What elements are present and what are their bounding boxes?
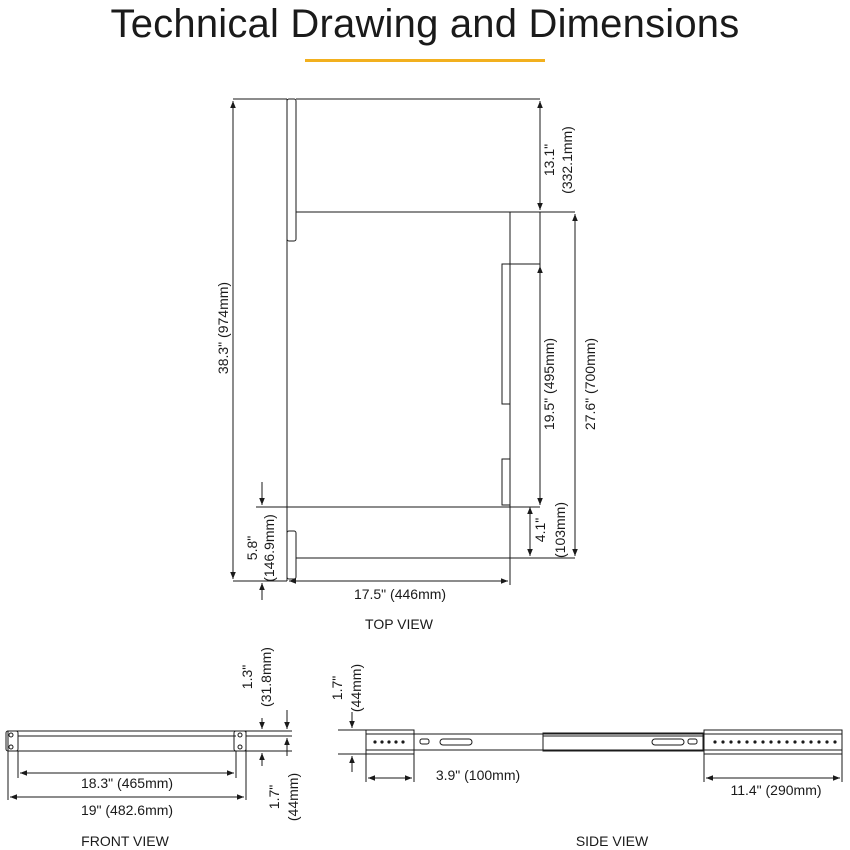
top-view-ear-upper (286, 98, 297, 242)
label-side-height-in: 1.7" (329, 676, 345, 700)
top-view-rail-slot-lower (501, 458, 511, 506)
side-view (338, 712, 843, 782)
label-side-rail-length: 11.4" (290mm) (730, 782, 821, 798)
caption-side-view: SIDE VIEW (576, 833, 649, 849)
label-ear-height-in: 1.3" (239, 665, 255, 689)
label-small-offset-in: 4.1" (532, 518, 548, 542)
label-front-height-in: 1.7" (266, 785, 282, 809)
top-view-rail-slot-upper (501, 263, 511, 405)
label-width: 17.5" (446mm) (354, 586, 446, 602)
caption-front-view: FRONT VIEW (81, 833, 169, 849)
side-view-front-bracket (365, 729, 415, 755)
front-view (5, 710, 292, 800)
label-top-offset-mm: (332.1mm) (559, 126, 575, 194)
label-bottom-offset-in: 5.8" (244, 536, 260, 560)
side-view-rear-bracket (703, 729, 843, 755)
label-small-offset-mm: (103mm) (552, 502, 568, 558)
front-view-ear-left (5, 730, 19, 752)
title-underline (305, 59, 545, 62)
label-slot-length: 19.5" (495mm) (541, 338, 557, 430)
label-rail-length: 27.6" (700mm) (582, 338, 598, 430)
front-view-ear-right (233, 730, 247, 752)
top-view (230, 98, 578, 600)
label-front-height-mm: (44mm) (285, 773, 301, 821)
label-overall-length: 38.3" (974mm) (215, 282, 231, 374)
label-bottom-offset-mm: (146.9mm) (261, 514, 277, 582)
top-view-ear-lower (286, 530, 297, 580)
label-bracket-length: 3.9" (100mm) (436, 767, 520, 783)
label-inner-width: 18.3" (465mm) (81, 775, 173, 791)
page-title: Technical Drawing and Dimensions (110, 2, 740, 46)
label-side-height-mm: (44mm) (348, 664, 364, 712)
caption-top-view: TOP VIEW (365, 616, 434, 632)
label-outer-width: 19" (482.6mm) (81, 802, 173, 818)
label-top-offset-in: 13.1" (541, 144, 557, 176)
front-view-shelf (7, 730, 247, 752)
label-ear-height-mm: (31.8mm) (258, 647, 274, 707)
